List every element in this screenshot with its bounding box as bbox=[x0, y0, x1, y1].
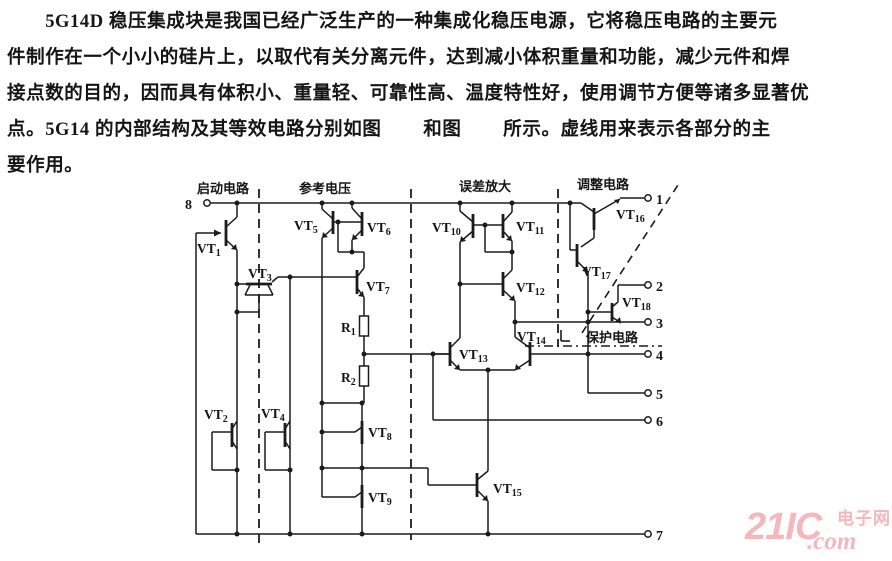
emitter-arrowheads bbox=[214, 199, 621, 501]
pin-terminal-8 bbox=[203, 199, 211, 207]
pin-label-6: 6 bbox=[656, 415, 663, 430]
label-vt5: VT5 bbox=[294, 218, 318, 236]
label-vt4: VT4 bbox=[261, 406, 285, 424]
section-label-error-amplifier: 误差放大 bbox=[459, 179, 511, 194]
label-vt16: VT16 bbox=[616, 207, 645, 225]
label-vt14: VT14 bbox=[517, 329, 546, 347]
pin-label-1: 1 bbox=[656, 193, 663, 208]
pin-label-8: 8 bbox=[185, 198, 192, 213]
protection-boundary-line bbox=[525, 330, 662, 347]
label-vt11: VT11 bbox=[516, 219, 544, 237]
label-vt7: VT7 bbox=[366, 279, 390, 297]
label-vt12: VT12 bbox=[516, 280, 545, 298]
diagonal-boundary-line bbox=[581, 184, 679, 334]
pin-terminal-7 bbox=[644, 530, 652, 538]
pin-terminal-1 bbox=[644, 194, 652, 202]
pin-terminals bbox=[203, 194, 652, 538]
pin-terminal-3 bbox=[644, 318, 652, 326]
label-r2: R2 bbox=[341, 370, 356, 388]
pin-terminal-5 bbox=[644, 389, 652, 397]
pin-label-3: 3 bbox=[656, 317, 663, 332]
label-vt2: VT2 bbox=[204, 407, 228, 425]
label-vt10: VT10 bbox=[432, 220, 461, 238]
pin-label-2: 2 bbox=[656, 280, 663, 295]
label-vt15: VT15 bbox=[493, 481, 522, 499]
pin-label-7: 7 bbox=[656, 529, 663, 544]
intro-line-3: 接点数的目的，因而具有体积小、重量轻、可靠性高、温度特性好，使用调节方便等诸多显… bbox=[7, 84, 810, 104]
intro-line-5: 要作用。 bbox=[7, 156, 84, 176]
section-dividers bbox=[258, 189, 559, 548]
transistor-bars bbox=[224, 208, 614, 508]
section-label-regulation-circuit: 调整电路 bbox=[577, 177, 630, 192]
pin-terminal-6 bbox=[644, 416, 652, 424]
pin-label-4: 4 bbox=[656, 349, 663, 364]
pin-terminal-2 bbox=[644, 281, 652, 289]
section-label-reference-voltage: 参考电压 bbox=[299, 181, 351, 196]
label-vt9: VT9 bbox=[368, 490, 392, 508]
watermark: 21IC 电子网 .com bbox=[745, 502, 892, 558]
label-vt3: VT3 bbox=[248, 266, 272, 284]
pin-label-5: 5 bbox=[656, 388, 663, 403]
watermark-suffix: .com bbox=[807, 528, 857, 555]
watermark-brand: 21IC bbox=[745, 506, 822, 548]
junction-dots bbox=[234, 200, 591, 537]
label-vt18: VT18 bbox=[622, 295, 651, 313]
pin-terminal-4 bbox=[644, 350, 652, 358]
intro-line-1: 5G14D 稳压集成块是我国已经广泛生产的一种集成化稳压电源，它将稳压电路的主要… bbox=[7, 12, 778, 32]
label-vt13: VT13 bbox=[459, 347, 488, 365]
intro-line-4: 点。5G14 的内部结构及其等效电路分别如图 和图 所示。虚线用来表示各部分的主 bbox=[7, 120, 771, 140]
label-r1: R1 bbox=[341, 320, 356, 338]
label-vt6: VT6 bbox=[367, 220, 391, 238]
schematic-wires bbox=[195, 197, 645, 535]
label-vt17: VT17 bbox=[582, 264, 611, 282]
intro-line-2: 件制作在一个小小的硅片上，以取代有关分离元件，达到减小体积重量和功能，减少元件和… bbox=[7, 48, 791, 68]
section-label-start-circuit: 启动电路 bbox=[197, 181, 250, 196]
label-vt1: VT1 bbox=[197, 241, 221, 259]
label-vt8: VT8 bbox=[368, 425, 392, 443]
watermark-cn-text: 电子网 bbox=[837, 509, 891, 528]
intro-paragraph: 5G14D 稳压集成块是我国已经广泛生产的一种集成化稳压电源，它将稳压电路的主要… bbox=[7, 4, 887, 184]
section-label-protection-circuit: 保护电路 bbox=[585, 330, 639, 345]
